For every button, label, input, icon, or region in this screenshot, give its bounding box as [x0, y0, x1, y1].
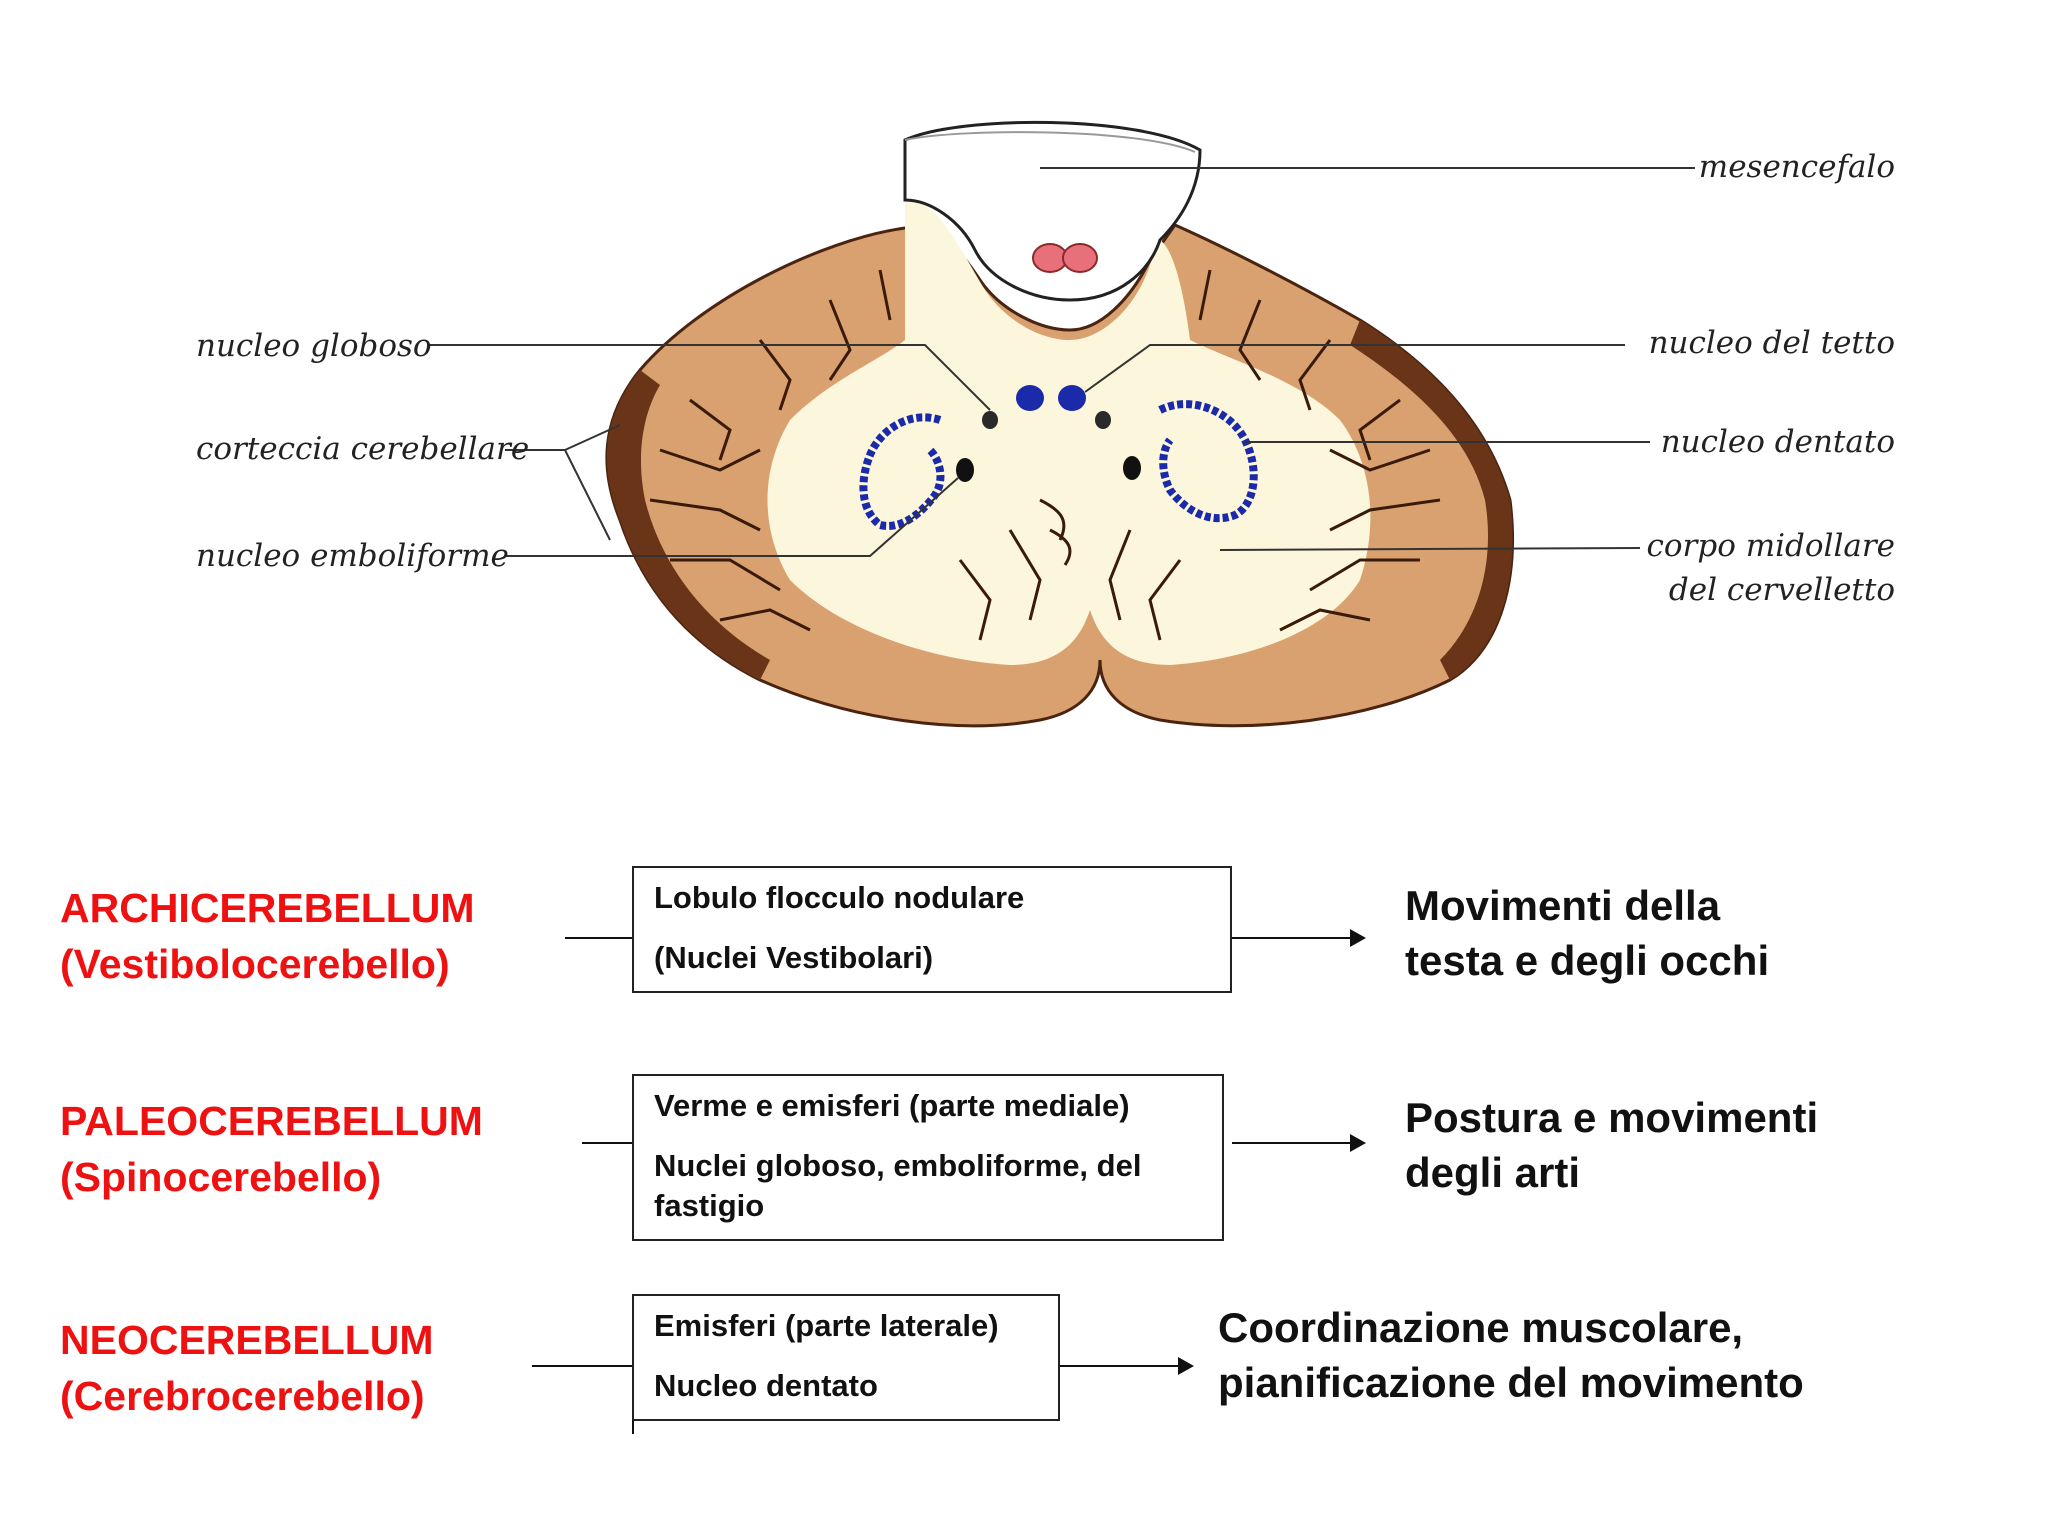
cortex-rim-left: [606, 370, 770, 680]
folia-lines: [649, 269, 1441, 641]
emboliform-nucleus-right: [1123, 456, 1141, 480]
label-nucleo-tetto: nucleo del tetto: [1649, 325, 1895, 361]
connector-line: [532, 1365, 633, 1367]
emboliform-nucleus-left: [956, 458, 974, 482]
arrow: [1232, 1134, 1366, 1152]
label-corteccia-cerebellare: corteccia cerebellare: [196, 431, 529, 467]
label-del-cervelletto: del cervelletto: [1669, 572, 1895, 608]
arrow: [1232, 929, 1366, 947]
box-line-2: (Nuclei Vestibolari): [654, 940, 934, 975]
fastigial-nucleus-left: [1016, 385, 1044, 411]
leader-nucleo-emboliforme: [505, 477, 959, 557]
corpo-midollare: [767, 200, 1371, 665]
box-line-1: Lobulo flocculo nodulare: [654, 880, 1025, 915]
cortex-rim-right: [1350, 320, 1513, 680]
label-nucleo-emboliforme: nucleo emboliforme: [196, 538, 509, 574]
mesencefalo-shape: [903, 120, 1202, 302]
row-archicerebellum: ARCHICEREBELLUM (Vestibolocerebello) Lob…: [0, 860, 2048, 1020]
region-name: PALEOCEREBELLUM (Spinocerebello): [60, 1093, 483, 1205]
leader-corteccia: [505, 424, 621, 541]
arrow: [1060, 1357, 1194, 1375]
row-neocerebellum: NEOCEREBELLUM (Cerebrocerebello) Emisfer…: [0, 1290, 2048, 1450]
region-title: PALEOCEREBELLUM: [60, 1098, 483, 1144]
function-line-2: pianificazione del movimento: [1218, 1359, 1804, 1406]
cerebellum-section-figure: nucleo globoso corteccia cerebellare nuc…: [196, 120, 1896, 728]
label-mesencefalo: mesencefalo: [1699, 149, 1895, 185]
globose-nucleus-left: [982, 411, 998, 429]
box-tail: [632, 1420, 634, 1434]
row-paleocerebellum: PALEOCEREBELLUM (Spinocerebello) Verme e…: [0, 1070, 2048, 1250]
function-line-2: testa e degli occhi: [1405, 937, 1770, 984]
function-line-1: Movimenti della: [1405, 882, 1721, 929]
region-title: ARCHICEREBELLUM: [60, 885, 475, 931]
box-line-1: Verme e emisferi (parte mediale): [654, 1088, 1130, 1123]
label-nucleo-globoso: nucleo globoso: [196, 328, 432, 364]
mesencefalo-edge: [904, 131, 1196, 153]
fastigial-nucleus-right: [1058, 385, 1086, 411]
leader-corpo-midollare: [1219, 547, 1641, 551]
region-subtitle: (Spinocerebello): [60, 1154, 382, 1200]
region-subtitle: (Vestibolocerebello): [60, 941, 450, 987]
tectum-right: [1062, 243, 1098, 273]
box-line-1: Emisferi (parte laterale): [654, 1308, 999, 1343]
leader-nucleo-globoso: [428, 344, 991, 411]
region-name: NEOCEREBELLUM (Cerebrocerebello): [60, 1312, 434, 1424]
dentate-nucleus-left: [859, 413, 945, 530]
function-line-1: Coordinazione muscolare,: [1218, 1304, 1744, 1351]
structures-box: Emisferi (parte laterale) Nucleo dentato: [632, 1294, 1060, 1421]
connector-line: [582, 1142, 633, 1144]
label-corpo-midollare: corpo midollare: [1647, 528, 1896, 564]
structures-box: Lobulo flocculo nodulare (Nuclei Vestibo…: [632, 866, 1232, 993]
box-line-2: Nuclei globoso, emboliforme, del fastigi…: [654, 1148, 1142, 1223]
box-line-2: Nucleo dentato: [654, 1368, 878, 1403]
region-name: ARCHICEREBELLUM (Vestibolocerebello): [60, 880, 475, 992]
function-line-2: degli arti: [1405, 1149, 1581, 1196]
globose-nucleus-right: [1095, 411, 1111, 429]
region-title: NEOCEREBELLUM: [60, 1317, 434, 1363]
label-nucleo-dentato: nucleo dentato: [1661, 424, 1895, 460]
dentate-nucleus-right: [1158, 400, 1258, 523]
region-subtitle: (Cerebrocerebello): [60, 1373, 425, 1419]
function-text: Postura e movimenti degli arti: [1405, 1090, 1818, 1200]
tectum-left: [1032, 243, 1068, 273]
function-text: Coordinazione muscolare, pianificazione …: [1218, 1300, 1804, 1410]
connector-line: [565, 937, 633, 939]
structures-box: Verme e emisferi (parte mediale) Nuclei …: [632, 1074, 1224, 1241]
leader-nucleo-tetto: [1084, 344, 1625, 393]
function-text: Movimenti della testa e degli occhi: [1405, 878, 1769, 988]
function-line-1: Postura e movimenti: [1405, 1094, 1819, 1141]
